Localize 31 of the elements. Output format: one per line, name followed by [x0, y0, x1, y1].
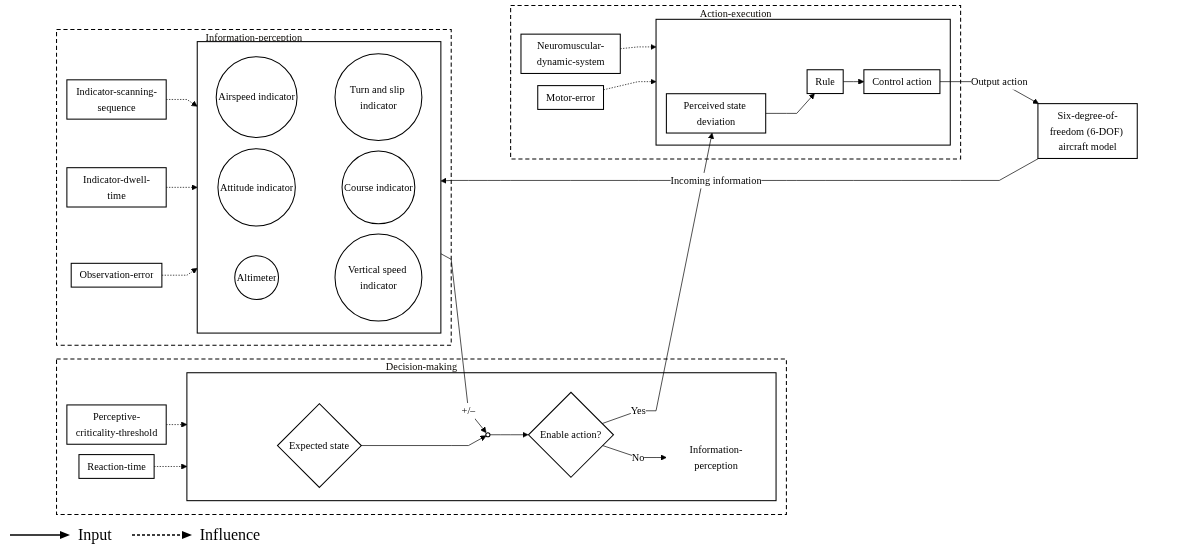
edge-label: +/–	[461, 405, 476, 417]
node-box: Indicator-scanning-sequence	[66, 79, 167, 120]
edge-label: Yes	[630, 405, 646, 417]
node-box: Six-degree-of-freedom (6-DOF) aircraft model	[1037, 103, 1138, 159]
node-diamond: Expected state	[276, 402, 363, 489]
node-box: Observation-error	[70, 262, 163, 288]
node-box: Neuromuscular-dynamic-system	[520, 33, 621, 74]
edge-label: Incoming information	[670, 174, 762, 186]
node-text: Information-perception	[689, 444, 743, 471]
legend-text: Input	[78, 526, 112, 544]
cluster	[186, 372, 777, 502]
edge-label: Output action	[971, 75, 1028, 87]
node-circle: Course indicator	[341, 150, 416, 225]
edge-label: No	[631, 451, 645, 463]
node-circle: Turn and slip indicator	[334, 53, 423, 142]
node-box: Reaction-time	[78, 454, 155, 479]
node-box: Control action	[863, 69, 941, 95]
node-circle: Altimeter	[234, 255, 280, 300]
node-circle: Airspeed indicator	[215, 56, 298, 139]
cluster	[655, 18, 951, 146]
node-box: Indicator-dwell-time	[66, 167, 167, 208]
node-box: Rule	[806, 69, 844, 95]
cluster	[196, 41, 442, 334]
node-circle	[485, 432, 491, 438]
node-circle: Vertical speed indicator	[334, 233, 423, 322]
node-box: Perceived state deviation	[666, 93, 767, 134]
node-diamond: Enable action?	[527, 391, 615, 478]
node-circle: Attitude indicator	[217, 148, 296, 227]
legend-text: Influence	[199, 526, 261, 544]
node-box: Motor-error	[537, 85, 605, 110]
node-box: Perceptive-criticality-threshold	[66, 404, 167, 445]
